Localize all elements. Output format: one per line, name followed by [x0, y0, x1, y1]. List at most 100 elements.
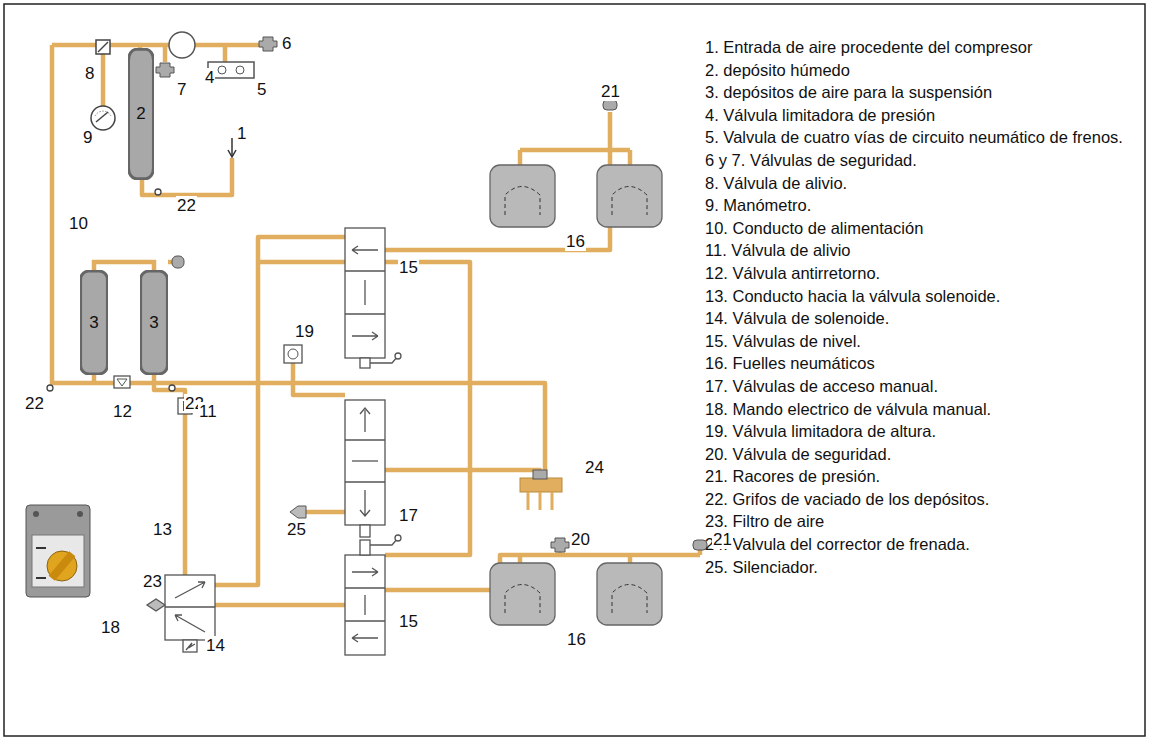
frame — [4, 4, 1145, 736]
callout-number: 16 — [565, 232, 586, 251]
parts-list-item: 6 y 7. Válvulas de seguridad. — [705, 149, 1145, 172]
air-bellows — [490, 165, 662, 625]
parts-list-item: 23. Filtro de aire — [705, 510, 1145, 533]
callout-number: 10 — [68, 214, 89, 233]
callout-number: 23 — [142, 572, 163, 591]
manual-valve — [360, 408, 370, 432]
air-tank: 3 — [140, 270, 168, 375]
safety-valve — [156, 63, 174, 77]
callout-number: 8 — [84, 64, 95, 83]
control-knob — [32, 535, 84, 587]
level-valve — [364, 280, 365, 305]
pressure-gauge — [95, 111, 111, 116]
callout-number: 16 — [566, 630, 587, 649]
air-pipe — [520, 148, 630, 153]
parts-list-item: 11. Válvula de alivio — [705, 239, 1145, 262]
relief-valve — [98, 42, 108, 52]
parts-list-item: 3. depósitos de aire para la suspensión — [705, 81, 1145, 104]
bellows-piston — [612, 187, 647, 216]
pressure-gauge — [96, 112, 108, 122]
bellows-piston — [505, 187, 540, 216]
brake-corrector-valve — [520, 478, 562, 492]
brake-corrector-valve — [533, 470, 547, 479]
parts-list-item: 9. Manómetro. — [705, 194, 1145, 217]
parts-list-item: 8. Válvula de alivio. — [705, 172, 1145, 195]
callout-number: 17 — [398, 506, 419, 525]
manual-valve — [360, 525, 370, 537]
callout-number: 13 — [152, 520, 173, 539]
air-pipe — [518, 555, 523, 563]
inlet-arrow — [228, 150, 236, 157]
safety-valve — [156, 37, 569, 552]
parts-list-item: 14. Válvula de solenoide. — [705, 307, 1145, 330]
parts-list-item: 5. Valvula de cuatro vías de circuito ne… — [705, 126, 1145, 149]
callout-number: 14 — [205, 636, 226, 655]
solenoid-valve — [175, 582, 205, 598]
tank-number: 2 — [136, 104, 145, 124]
callout-number: 24 — [584, 458, 605, 477]
drain-cock — [47, 189, 175, 391]
parts-list-item: 13. Conducto hacia la válvula solenoide. — [705, 285, 1145, 308]
tank-cap — [172, 256, 184, 268]
pressure-fitting — [693, 540, 707, 550]
callout-number: 22 — [176, 196, 197, 215]
drain-cock — [169, 385, 175, 391]
tank-number: 3 — [149, 313, 158, 333]
parts-list-item: 2. depósito húmedo — [705, 59, 1145, 82]
level-valve — [352, 634, 378, 642]
level-valve — [345, 228, 401, 655]
silencer — [290, 506, 306, 518]
air-pipe — [215, 603, 345, 608]
callout-number: 6 — [281, 34, 292, 53]
control-knob — [77, 511, 83, 517]
callout-number: 7 — [176, 80, 187, 99]
callout-number: 4 — [204, 68, 215, 87]
level-valve — [370, 538, 398, 545]
manual-valve — [345, 440, 385, 482]
parts-list-item: 20. Válvula de seguridad. — [705, 443, 1145, 466]
solenoid-valve — [147, 599, 165, 611]
manual-valve — [352, 460, 378, 461]
callout-number: 15 — [398, 258, 419, 277]
level-valve — [352, 246, 378, 254]
check-valve — [114, 376, 130, 388]
air-pipe — [94, 262, 154, 270]
air-pipe — [385, 262, 470, 555]
relief-valve — [96, 40, 110, 54]
solenoid-valve — [183, 640, 197, 652]
air-pipe — [101, 54, 106, 106]
drain-cock — [155, 189, 161, 195]
brake-corrector-valve — [520, 470, 562, 510]
callout-number: 15 — [398, 612, 419, 631]
bellows-piston — [505, 187, 647, 614]
height-limiter — [284, 345, 302, 363]
parts-list-item: 4. Válvula limitadora de presión — [705, 104, 1145, 127]
air-bellows — [490, 165, 555, 227]
callout-number: 18 — [100, 618, 121, 637]
parts-list-item: 18. Mando electrico de válvula manual. — [705, 398, 1145, 421]
callout-number: 9 — [82, 128, 93, 147]
callout-number: 19 — [294, 322, 315, 341]
level-valve — [395, 535, 401, 541]
pressure-gauge — [91, 106, 115, 130]
parts-list-item: 1. Entrada de aire procedente del compre… — [705, 36, 1145, 59]
level-valve — [395, 353, 401, 359]
check-valve — [114, 376, 130, 388]
air-pipe — [628, 555, 633, 563]
air-bellows — [597, 563, 662, 625]
air-pipe — [305, 510, 345, 515]
pressure-limiter — [169, 32, 195, 58]
callout-number: 20 — [570, 530, 591, 549]
level-valve — [345, 228, 385, 358]
inlet-arrow — [231, 138, 233, 156]
level-valve — [360, 358, 370, 368]
solenoid-valve — [165, 575, 215, 640]
callout-number: 5 — [256, 80, 267, 99]
manual-valve — [360, 490, 370, 516]
callout-number: 22 — [24, 394, 45, 413]
control-knob — [47, 551, 77, 581]
level-valve — [352, 332, 378, 340]
manual-valve — [345, 400, 385, 537]
